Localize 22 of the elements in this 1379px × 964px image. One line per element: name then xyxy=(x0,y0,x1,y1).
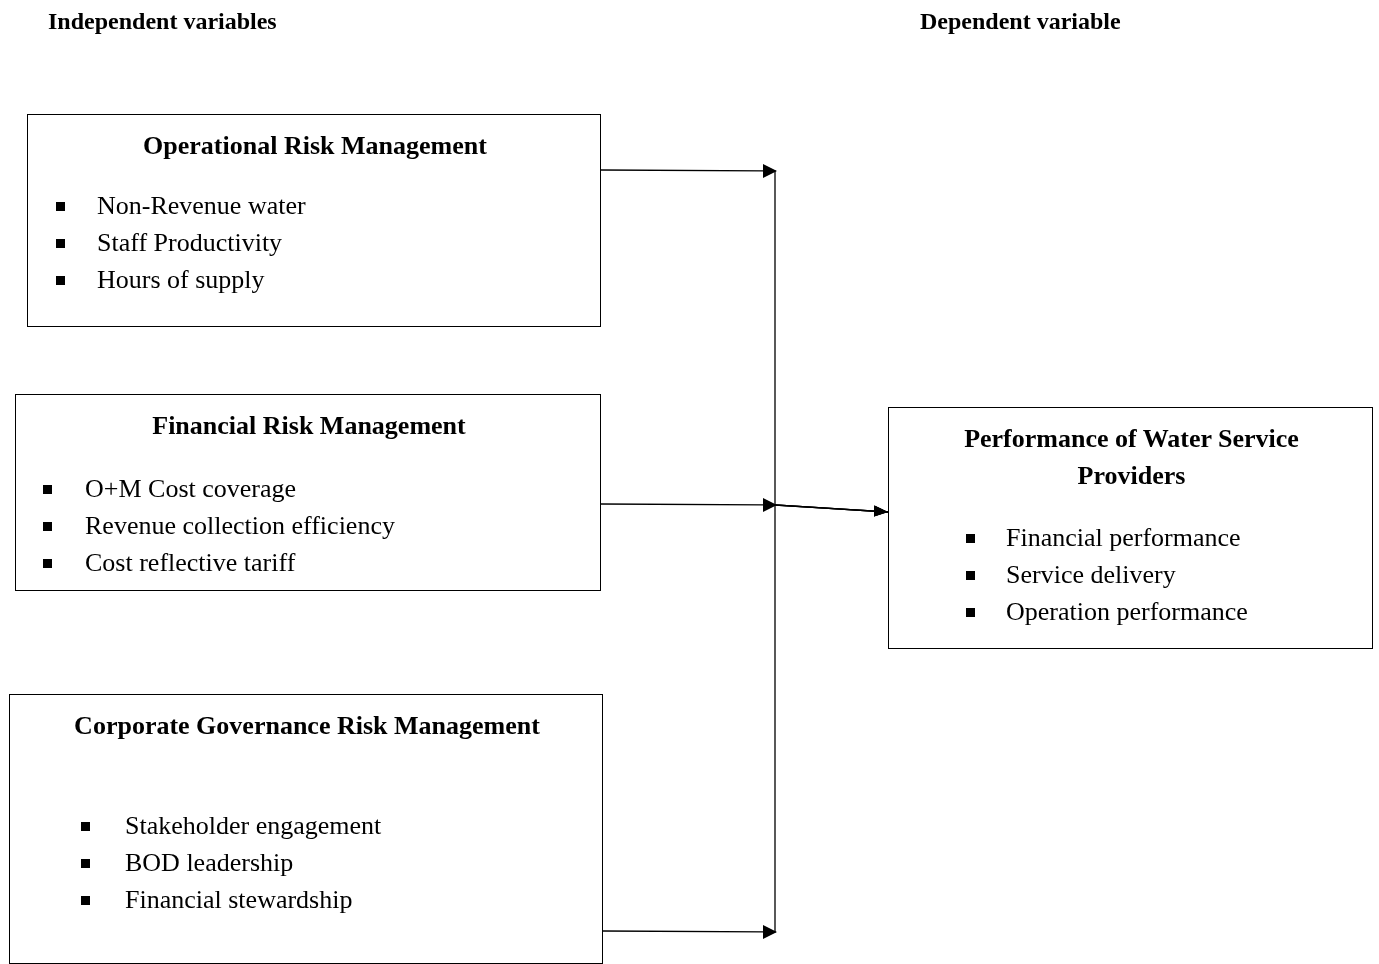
bullet-text: Hours of supply xyxy=(97,265,265,295)
bullet-text: O+M Cost coverage xyxy=(85,474,297,504)
box-heading: Performance of Water Service Providers xyxy=(963,423,1300,492)
box-heading: Corporate Governance Risk Management xyxy=(73,710,541,742)
bullet-text: Staff Productivity xyxy=(97,228,283,258)
bullet-text: Non-Revenue water xyxy=(97,191,306,221)
variable-box xyxy=(27,114,601,327)
variable-box xyxy=(9,694,603,964)
bullet-text: Operation performance xyxy=(1006,597,1248,627)
column-heading: Independent variables xyxy=(48,8,277,35)
column-heading: Dependent variable xyxy=(920,8,1121,35)
variable-box xyxy=(888,407,1373,649)
bullet-text: Service delivery xyxy=(1006,560,1176,590)
bullet-text: Financial stewardship xyxy=(125,885,353,915)
box-heading: Financial Risk Management xyxy=(151,410,467,442)
variable-box xyxy=(15,394,601,591)
box-heading: Operational Risk Management xyxy=(142,130,488,162)
bullet-text: Cost reflective tariff xyxy=(85,548,296,578)
bullet-text: Stakeholder engagement xyxy=(125,811,382,841)
bullet-text: BOD leadership xyxy=(125,848,294,878)
bullet-text: Revenue collection efficiency xyxy=(85,511,395,541)
bullet-text: Financial performance xyxy=(1006,523,1241,553)
